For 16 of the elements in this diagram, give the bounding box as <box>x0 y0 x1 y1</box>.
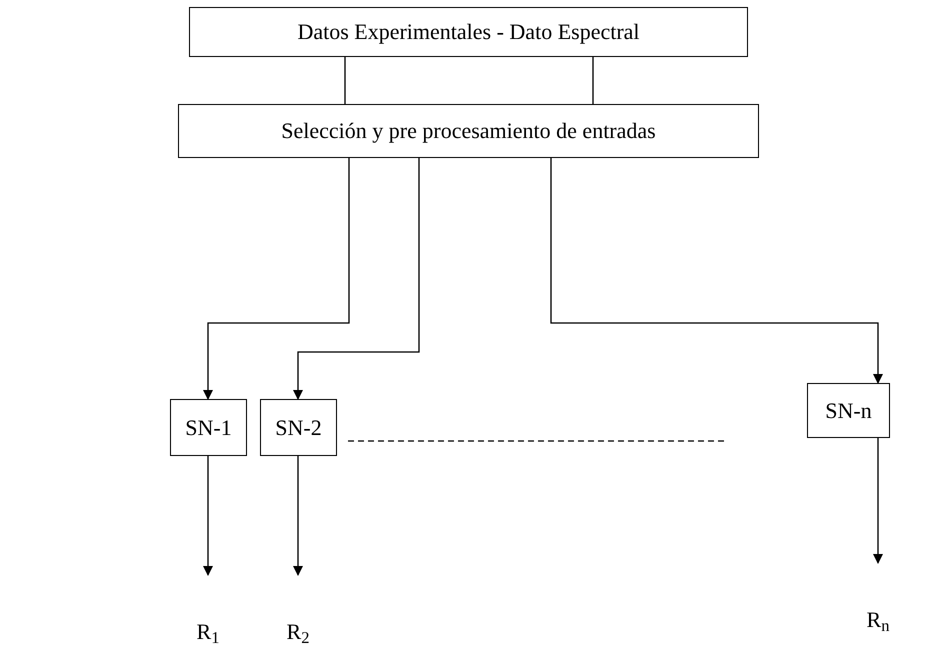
arrow <box>293 456 303 576</box>
output-label: R$_{2}$ <box>283 575 313 643</box>
process-box: SN-2 <box>260 399 337 456</box>
arrow <box>550 158 883 384</box>
process-box: Selección y pre procesamiento de entradas <box>178 104 759 158</box>
output-label: R$_{1}$ <box>193 575 223 643</box>
process-box: Datos Experimentales - Dato Espectral <box>189 7 748 57</box>
arrow <box>293 158 420 400</box>
process-box: SN-1 <box>170 399 247 456</box>
process-box: SN-n <box>807 383 890 438</box>
connector-line <box>592 57 594 104</box>
arrow <box>203 456 213 576</box>
connector-line <box>344 57 346 104</box>
arrow <box>873 438 883 564</box>
arrow <box>203 158 350 400</box>
output-label: R$_{n}$ <box>863 563 893 631</box>
